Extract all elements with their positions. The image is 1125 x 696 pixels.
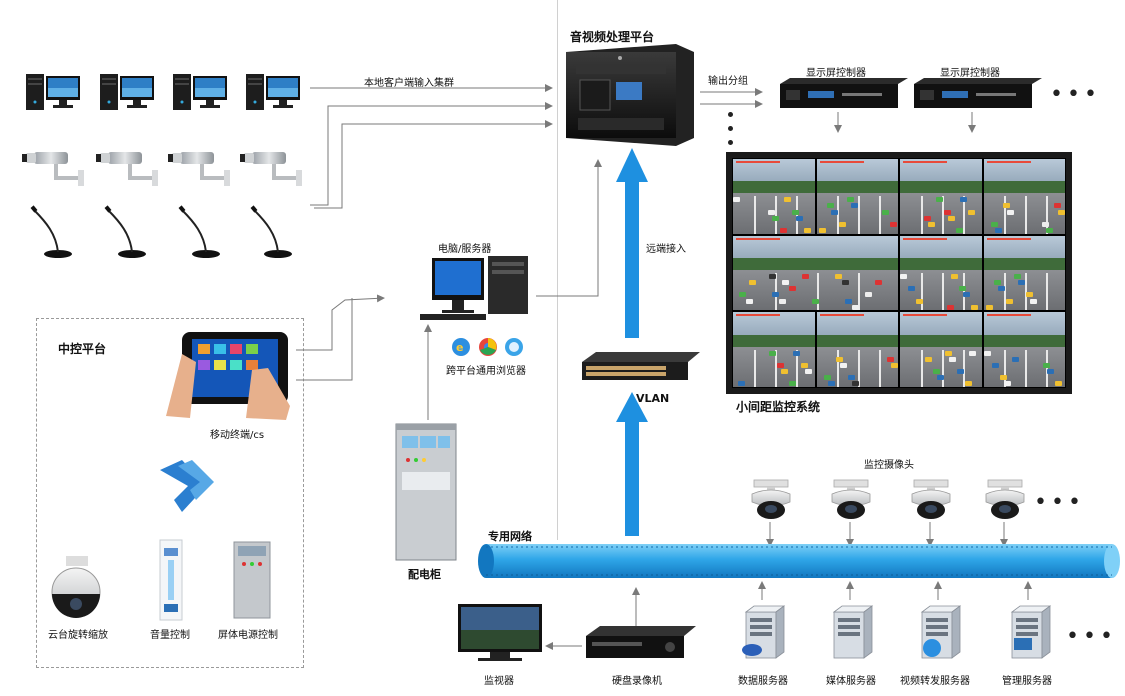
microphone-icon-1 [29,204,73,259]
monitor-cameras-label: 监控摄像头 [864,460,914,471]
central-control-platform-label: 中控平台 [58,342,107,356]
screen-power-cabinet [233,541,271,619]
screen-power-control-label: 屏体电源控制 [218,630,278,641]
small-pitch-monitor-label: 小间距监控系统 [736,400,821,414]
divider-line [557,0,558,540]
video-tile [899,158,983,235]
private-network-label: 专用网络 [488,530,532,543]
remote-access-arrow [616,148,648,338]
ellipsis-dots-controllers: ••• [1050,82,1101,107]
av-platform-rack [566,44,694,146]
vlan-switch [582,352,700,380]
video-wall [726,152,1072,394]
server-icon-management [1011,605,1051,659]
chevron-logo-icon [160,460,214,512]
desktop-icon-3 [173,74,227,110]
computer-server-label: 电脑/服务器 [438,244,492,255]
volume-control-device [159,539,183,621]
local-client-cluster-label: 本地客户端输入集群 [364,78,454,89]
cross-platform-browser-label: 跨平台通用浏览器 [446,366,526,377]
monitor-device [458,604,542,661]
desktop-icon-1 [26,74,80,110]
monitor-label: 监视器 [484,676,514,687]
data-server-label: 数据服务器 [738,676,788,687]
bullet-camera-icon-2 [96,152,158,186]
management-server-label: 管理服务器 [1002,676,1052,687]
video-tile [732,234,899,312]
vertical-dots [728,112,734,152]
tablet [166,332,290,420]
video-tile [899,311,983,388]
bullet-camera-icon-1 [22,152,84,186]
display-controller-label-2: 显示屏控制器 [940,68,1000,79]
private-network-pipe [478,544,1120,578]
video-tile [815,311,899,388]
display-controller-label-1: 显示屏控制器 [806,68,866,79]
desktop-icon-2 [100,74,154,110]
dome-camera-icon-2 [831,479,871,520]
server-icon-media [833,605,873,659]
server-icon-data [742,605,785,659]
video-tile [982,158,1066,235]
server-icon-video-forward [921,605,961,659]
dome-camera-icon-4 [985,479,1025,520]
ptz-camera-label: 云台旋转缩放 [48,630,108,641]
vlan-arrow [616,392,648,536]
output-group-label: 输出分组 [708,76,748,87]
input-connection-lines [296,84,602,420]
bullet-camera-icon-3 [168,152,230,186]
distribution-cabinet [395,423,457,561]
distribution-cabinet-label: 配电柜 [408,568,441,581]
desktop-icon-4 [246,74,300,110]
media-server-label: 媒体服务器 [826,676,876,687]
video-tile [732,311,816,388]
display-controller-2 [914,78,1042,108]
dome-camera-icon-3 [911,479,951,520]
hdd-recorder-label: 硬盘录像机 [612,676,662,687]
video-tile [815,158,899,235]
ptz-camera [51,556,101,618]
video-forward-server-label: 视频转发服务器 [900,676,970,687]
central-control-box [36,318,304,668]
display-controller-1 [780,78,908,108]
dome-camera-icon-1 [751,479,791,520]
ellipsis-dots-cameras: ••• [1034,490,1085,515]
video-tile [982,311,1066,388]
av-platform-label: 音视频处理平台 [570,30,655,44]
microphone-icon-3 [177,204,221,259]
computer-server [420,256,528,320]
ellipsis-dots-servers: ••• [1066,624,1117,649]
mobile-terminal-label: 移动终端/cs [210,430,265,441]
output-lines [545,88,1032,650]
video-tile [732,158,816,235]
svg-text:e: e [456,341,463,354]
bullet-camera-icon-4 [240,152,302,186]
browser-icons: e [452,338,523,356]
video-tile [982,234,1066,312]
volume-control-label: 音量控制 [150,630,190,641]
video-wall-grid [732,158,1066,388]
microphone-icon-4 [249,204,293,259]
vlan-label: VLAN [636,392,670,405]
remote-access-label: 远端接入 [646,244,686,255]
video-tile [899,234,983,312]
hdd-recorder-device [586,626,696,658]
microphone-icon-2 [103,204,147,259]
